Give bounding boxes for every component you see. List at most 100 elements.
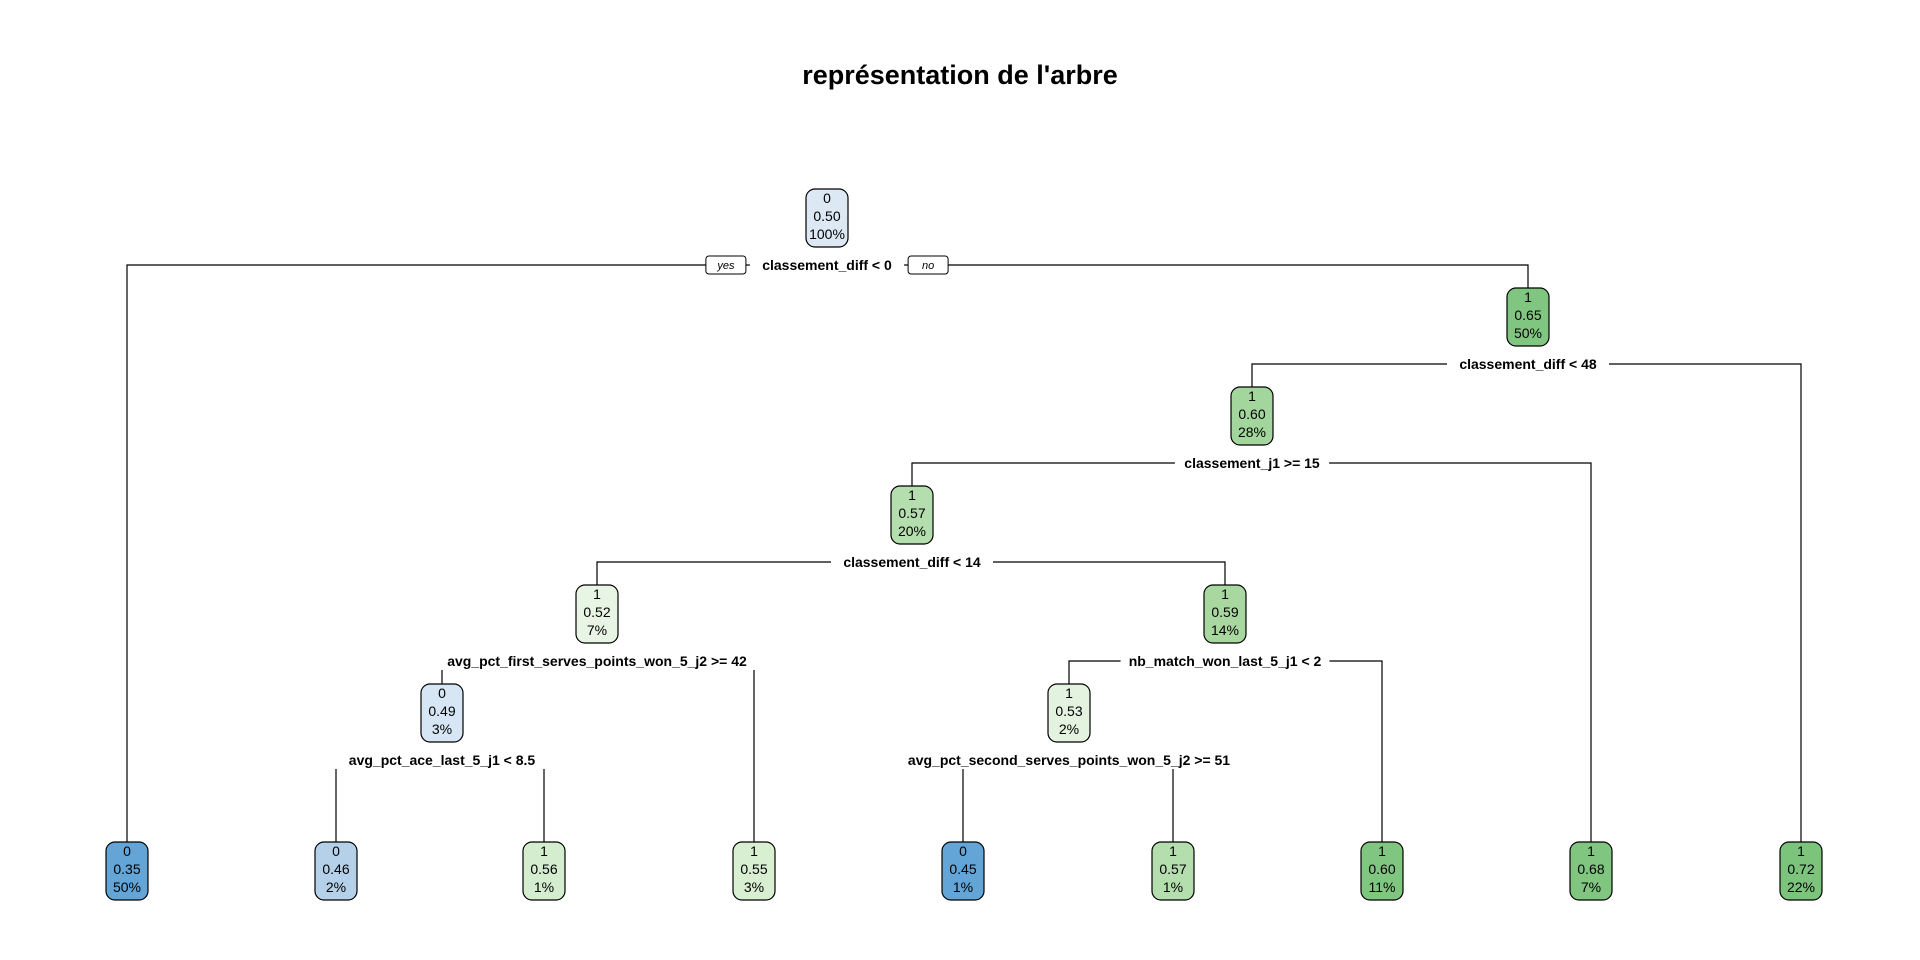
no-label: no xyxy=(922,260,934,272)
tree-node-n96: 0 0.46 2% xyxy=(314,841,358,901)
tree-node-n1: 0 0.50 100% xyxy=(805,188,849,248)
node-class: 1 xyxy=(1524,289,1532,305)
node-box xyxy=(420,683,464,743)
node-class: 0 xyxy=(332,843,340,859)
node-prob: 0.49 xyxy=(428,703,455,719)
tree-node-n3: 1 0.65 50% xyxy=(1506,287,1550,347)
node-prob: 0.68 xyxy=(1577,861,1604,877)
edge-s50 xyxy=(962,759,1174,842)
split-labels: classement_diff < 0 classement_diff < 48 c… xyxy=(333,256,1609,769)
tree-node-n13: 10.687% xyxy=(1569,841,1613,901)
tree-node-n25: 1 0.59 14% xyxy=(1203,584,1247,644)
node-class: 1 xyxy=(1378,843,1386,859)
split-label-s25: nb_match_won_last_5_j1 < 2 xyxy=(1129,653,1322,669)
split-label-s48: avg_pct_ace_last_5_j1 < 8.5 xyxy=(349,752,536,768)
node-class: 1 xyxy=(1221,586,1229,602)
yes-label: yes xyxy=(716,260,735,272)
node-prob: 0.46 xyxy=(322,861,349,877)
node-prob: 0.57 xyxy=(1159,861,1186,877)
node-prob: 0.59 xyxy=(1211,604,1238,620)
node-pct: 7% xyxy=(587,622,607,638)
node-box xyxy=(1779,841,1823,901)
split-label-s24: avg_pct_first_serves_points_won_5_j2 >= … xyxy=(447,653,747,669)
node-class: 1 xyxy=(1065,685,1073,701)
node-pct: 1% xyxy=(1163,879,1183,895)
node-box xyxy=(1569,841,1613,901)
node-pct: 14% xyxy=(1211,622,1239,638)
tree-node-n48: 0 0.49 3% xyxy=(420,683,464,743)
tree-node-n49: 1 0.55 3% xyxy=(732,841,776,901)
node-prob: 0.50 xyxy=(813,208,840,224)
chart-title: représentation de l'arbre xyxy=(802,60,1118,90)
node-class: 1 xyxy=(540,843,548,859)
split-label-s1: classement_diff < 0 xyxy=(762,257,892,273)
node-prob: 0.60 xyxy=(1368,861,1395,877)
node-box xyxy=(805,188,849,248)
node-pct: 28% xyxy=(1238,424,1266,440)
node-prob: 0.65 xyxy=(1514,307,1541,323)
node-class: 0 xyxy=(438,685,446,701)
split-label-bg xyxy=(1447,355,1609,373)
split-label-bg xyxy=(430,652,764,670)
split-label-s50: avg_pct_second_serves_points_won_5_j2 >=… xyxy=(908,752,1230,768)
node-pct: 100% xyxy=(809,226,845,242)
no-label-box xyxy=(907,255,949,275)
edge-s48 xyxy=(335,759,545,842)
node-class: 1 xyxy=(1587,843,1595,859)
node-prob: 0.57 xyxy=(898,505,925,521)
node-box xyxy=(732,841,776,901)
node-prob: 0.55 xyxy=(740,861,767,877)
split-label-bg xyxy=(831,553,993,571)
tree-node-n6: 1 0.60 28% xyxy=(1230,386,1274,446)
node-box xyxy=(1230,386,1274,446)
edge-s3 xyxy=(1251,363,1802,842)
node-prob: 0.53 xyxy=(1055,703,1082,719)
node-pct: 22% xyxy=(1787,879,1815,895)
node-box xyxy=(314,841,358,901)
node-class: 1 xyxy=(750,843,758,859)
tree-node-n24: 1 0.52 7% xyxy=(575,584,619,644)
node-box xyxy=(941,841,985,901)
split-label-bg xyxy=(749,256,905,274)
tree-node-n97: 10.561% xyxy=(522,841,566,901)
node-pct: 1% xyxy=(953,879,973,895)
node-class: 1 xyxy=(1248,388,1256,404)
node-pct: 50% xyxy=(113,879,141,895)
node-pct: 2% xyxy=(326,879,346,895)
node-box xyxy=(1203,584,1247,644)
split-label-s12: classement_diff < 14 xyxy=(843,554,981,570)
split-label-s3: classement_diff < 48 xyxy=(1459,356,1597,372)
node-box xyxy=(1151,841,1195,901)
tree-node-n100: 00.451% xyxy=(941,841,985,901)
yes-label-box xyxy=(705,255,747,275)
split-label-bg xyxy=(333,751,551,769)
split-label-bg xyxy=(898,751,1240,769)
node-box xyxy=(575,584,619,644)
node-box xyxy=(1047,683,1091,743)
node-class: 0 xyxy=(823,190,831,206)
node-class: 1 xyxy=(908,487,916,503)
node-class: 1 xyxy=(593,586,601,602)
node-prob: 0.52 xyxy=(583,604,610,620)
node-class: 0 xyxy=(959,843,967,859)
tree-nodes: 00.50100%10.6550%10.6028%10.5720%10.527%… xyxy=(105,188,1823,901)
node-pct: 3% xyxy=(744,879,764,895)
node-prob: 0.56 xyxy=(530,861,557,877)
yes-no-labels: yes no xyxy=(705,255,949,275)
node-pct: 2% xyxy=(1059,721,1079,737)
split-label-bg xyxy=(1120,652,1330,670)
node-box xyxy=(1360,841,1404,901)
node-pct: 50% xyxy=(1514,325,1542,341)
tree-node-n50: 1 0.53 2% xyxy=(1047,683,1091,743)
node-prob: 0.35 xyxy=(113,861,140,877)
split-label-bg xyxy=(1174,454,1330,472)
node-box xyxy=(1506,287,1550,347)
node-prob: 0.60 xyxy=(1238,406,1265,422)
node-class: 1 xyxy=(1797,843,1805,859)
node-pct: 3% xyxy=(432,721,452,737)
